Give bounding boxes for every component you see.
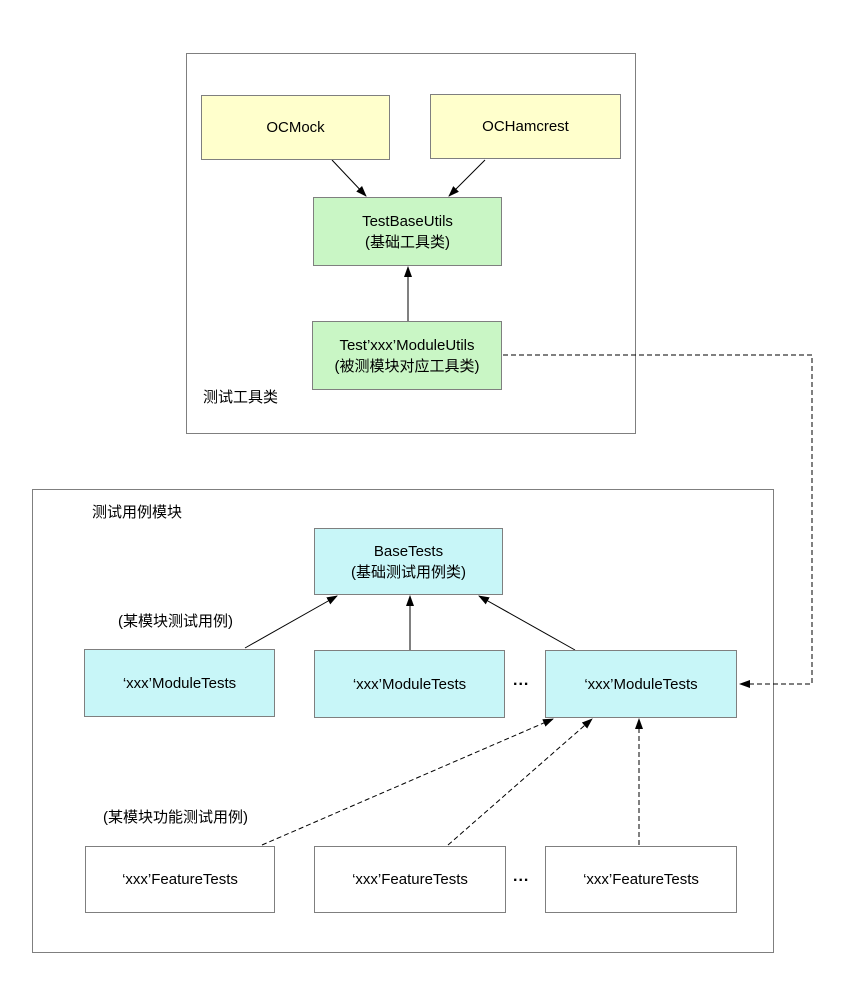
node-feature-tests-3: ‘xxx’FeatureTests bbox=[545, 846, 737, 913]
feature-tests-ellipsis: ... bbox=[513, 868, 530, 885]
node-module-tests-3: ‘xxx’ModuleTests bbox=[545, 650, 737, 718]
node-test-module-utils: Test’xxx’ModuleUtils (被测模块对应工具类) bbox=[312, 321, 502, 390]
node-base-tests: BaseTests (基础测试用例类) bbox=[314, 528, 503, 595]
node-module-tests-1: ‘xxx’ModuleTests bbox=[84, 649, 275, 717]
node-feature-tests-1-label: ‘xxx’FeatureTests bbox=[122, 871, 238, 888]
node-module-tests-3-label: ‘xxx’ModuleTests bbox=[584, 675, 698, 693]
feature-tests-note: (某模块功能测试用例) bbox=[103, 809, 248, 826]
container-test-utils bbox=[186, 53, 636, 434]
node-feature-tests-1: ‘xxx’FeatureTests bbox=[85, 846, 275, 913]
node-base-tests-subtitle: (基础测试用例类) bbox=[351, 563, 466, 581]
node-ochamcrest: OCHamcrest bbox=[430, 94, 621, 159]
module-tests-note: (某模块测试用例) bbox=[118, 613, 233, 630]
node-feature-tests-3-label: ‘xxx’FeatureTests bbox=[583, 871, 699, 888]
node-feature-tests-2: ‘xxx’FeatureTests bbox=[314, 846, 506, 913]
module-tests-ellipsis: ... bbox=[513, 672, 530, 689]
node-ocmock: OCMock bbox=[201, 95, 390, 160]
node-module-tests-2: ‘xxx’ModuleTests bbox=[314, 650, 505, 718]
node-test-base-utils: TestBaseUtils (基础工具类) bbox=[313, 197, 502, 266]
node-test-module-utils-title: Test’xxx’ModuleUtils bbox=[339, 336, 475, 354]
node-test-base-utils-subtitle: (基础工具类) bbox=[365, 233, 450, 251]
container-test-utils-label: 测试工具类 bbox=[203, 389, 279, 406]
node-ocmock-label: OCMock bbox=[266, 119, 325, 136]
node-feature-tests-2-label: ‘xxx’FeatureTests bbox=[352, 871, 468, 888]
node-test-module-utils-subtitle: (被测模块对应工具类) bbox=[334, 357, 480, 375]
node-base-tests-title: BaseTests bbox=[373, 542, 444, 560]
container-test-cases-label: 测试用例模块 bbox=[92, 504, 183, 521]
node-test-base-utils-title: TestBaseUtils bbox=[362, 212, 453, 230]
container-test-cases bbox=[32, 489, 774, 953]
node-module-tests-2-label: ‘xxx’ModuleTests bbox=[352, 675, 467, 693]
node-module-tests-1-label: ‘xxx’ModuleTests bbox=[122, 674, 237, 692]
node-ochamcrest-label: OCHamcrest bbox=[482, 118, 569, 135]
